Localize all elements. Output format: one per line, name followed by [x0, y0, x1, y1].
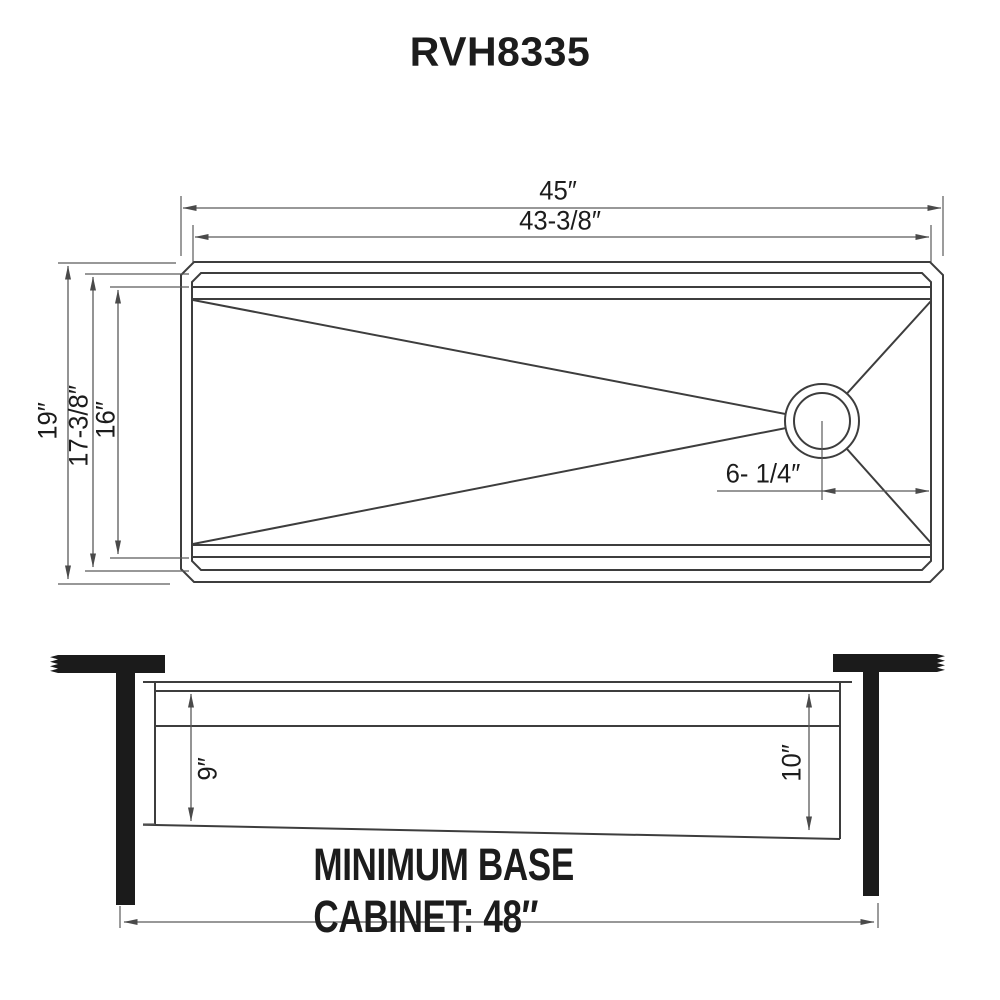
base-cabinet-note: MINIMUM BASE CABINET: 48″ — [313, 839, 574, 942]
sink-section-view — [142, 681, 852, 840]
extension-lines — [58, 196, 944, 928]
base-cabinet-solids — [50, 654, 945, 905]
countertop-left — [50, 655, 165, 673]
dim-label-outer-height: 19″ — [32, 402, 63, 440]
section-sloped-bottom — [142, 823, 841, 840]
plan-slope-crease-bottom-left — [192, 420, 823, 545]
dim-label-inner-width: 43-3/8″ — [519, 205, 601, 236]
cabinet-wall-right — [863, 672, 879, 896]
countertop-right — [833, 654, 945, 672]
cabinet-wall-left — [116, 673, 135, 905]
plan-outer-outline — [180, 261, 944, 583]
dim-label-left-depth: 9″ — [192, 757, 223, 781]
dim-label-right-depth: 10″ — [776, 744, 807, 782]
dim-label-drain-offset: 6- 1/4″ — [725, 458, 801, 489]
page-title: RVH8335 — [409, 28, 591, 75]
dimension-lines — [65, 205, 942, 925]
plan-inner-rim — [191, 272, 932, 571]
dim-label-inner-height: 16″ — [90, 401, 121, 439]
plan-slope-crease-top-left — [192, 299, 823, 422]
sink-plan-view — [180, 261, 944, 583]
dim-label-outer-width: 45″ — [539, 175, 577, 206]
